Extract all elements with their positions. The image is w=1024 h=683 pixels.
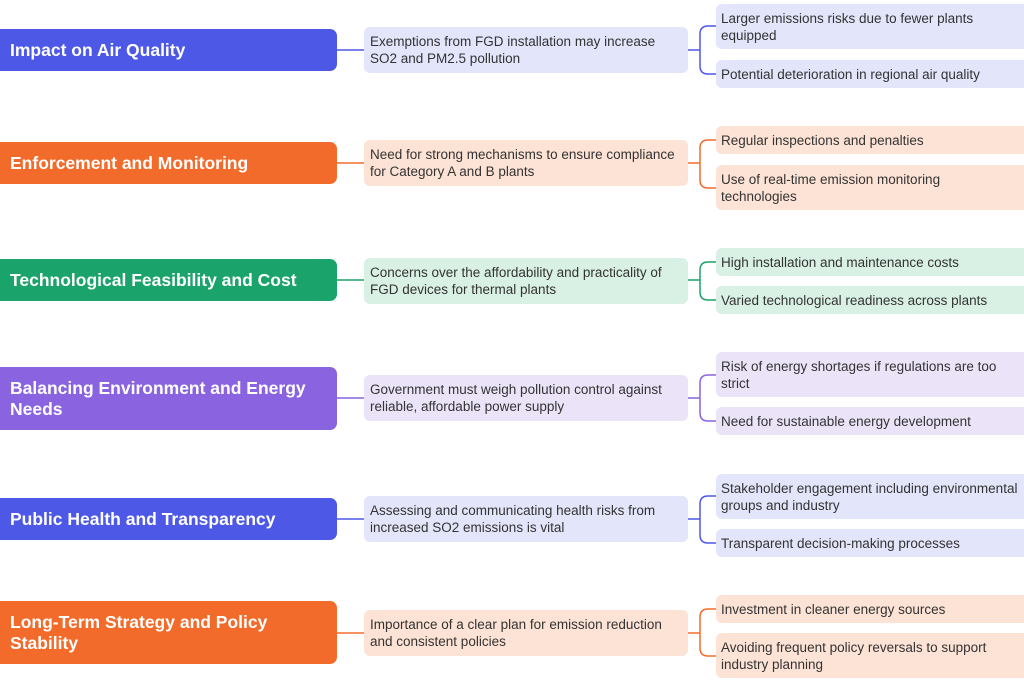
detail-air-quality: Exemptions from FGD installation may inc… xyxy=(364,27,688,73)
point-enforcement-2: Use of real-time emission monitoring tec… xyxy=(716,165,1024,210)
detail-long-term: Importance of a clear plan for emission … xyxy=(364,610,688,656)
point-air-quality-2: Potential deterioration in regional air … xyxy=(716,60,1024,88)
point-long-term-2: Avoiding frequent policy reversals to su… xyxy=(716,633,1024,678)
connector-balancing xyxy=(337,374,716,422)
topic-enforcement[interactable]: Enforcement and Monitoring xyxy=(0,142,337,184)
detail-feasibility: Concerns over the affordability and prac… xyxy=(364,258,688,304)
topic-feasibility[interactable]: Technological Feasibility and Cost xyxy=(0,259,337,301)
point-enforcement-1: Regular inspections and penalties xyxy=(716,126,1024,154)
connector-long-term xyxy=(337,608,716,657)
detail-balancing: Government must weigh pollution control … xyxy=(364,375,688,421)
detail-enforcement: Need for strong mechanisms to ensure com… xyxy=(364,140,688,186)
topic-long-term[interactable]: Long-Term Strategy and Policy Stability xyxy=(0,601,337,664)
point-balancing-1: Risk of energy shortages if regulations … xyxy=(716,352,1024,397)
point-long-term-1: Investment in cleaner energy sources xyxy=(716,595,1024,623)
topic-public-health[interactable]: Public Health and Transparency xyxy=(0,498,337,540)
point-balancing-2: Need for sustainable energy development xyxy=(716,407,1024,435)
connector-air-quality xyxy=(337,25,716,75)
connector-feasibility xyxy=(337,261,716,301)
detail-public-health: Assessing and communicating health risks… xyxy=(364,496,688,542)
topic-air-quality[interactable]: Impact on Air Quality xyxy=(0,29,337,71)
point-feasibility-2: Varied technological readiness across pl… xyxy=(716,286,1024,314)
topic-balancing[interactable]: Balancing Environment and Energy Needs xyxy=(0,367,337,430)
connector-public-health xyxy=(337,495,716,544)
point-public-health-1: Stakeholder engagement including environ… xyxy=(716,474,1024,519)
point-feasibility-1: High installation and maintenance costs xyxy=(716,248,1024,276)
point-public-health-2: Transparent decision-making processes xyxy=(716,529,1024,557)
connector-enforcement xyxy=(337,139,716,189)
point-air-quality-1: Larger emissions risks due to fewer plan… xyxy=(716,4,1024,49)
